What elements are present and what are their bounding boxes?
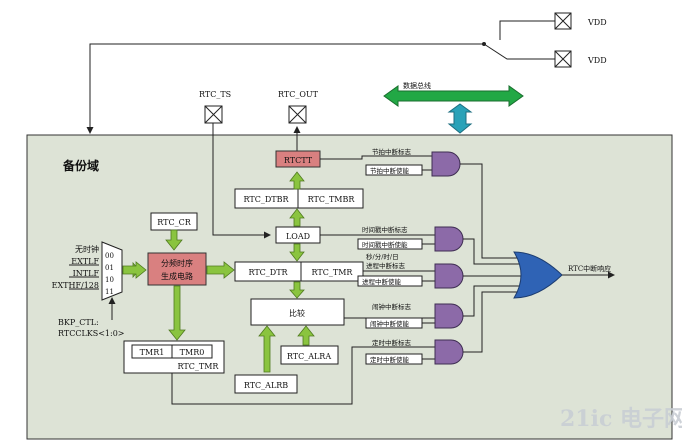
vdd-wire-1 bbox=[499, 20, 555, 40]
mux-code-11: 11 bbox=[105, 288, 114, 296]
vdd-label-1: VDD bbox=[587, 18, 607, 27]
rtc-alra-register bbox=[280, 345, 339, 365]
divider-block bbox=[147, 252, 207, 286]
gate3-flag-line2: 进程中断标志 bbox=[366, 261, 406, 270]
rtctt-label: RTCTT bbox=[284, 156, 313, 165]
mux-input-none: 无时钟 bbox=[75, 244, 99, 254]
gate4-to-or-wire bbox=[463, 285, 524, 317]
divider-to-tmr-arrow bbox=[168, 285, 186, 341]
and-gates bbox=[431, 151, 464, 365]
and-gate-3 bbox=[434, 263, 464, 289]
alra-to-compare-arrow bbox=[297, 325, 315, 346]
dtr-to-compare-arrow bbox=[289, 281, 305, 299]
rtc-alra-label: RTC_ALRA bbox=[287, 352, 331, 361]
gate1-to-or-wire bbox=[460, 163, 520, 259]
and-gate-4 bbox=[434, 303, 464, 329]
rtc-out-pin bbox=[288, 105, 307, 124]
divider-label-line1: 分频时序 bbox=[161, 258, 193, 268]
or-gate bbox=[513, 251, 563, 299]
gate2-flag-label: 时间戳中断标志 bbox=[362, 225, 408, 234]
tmr0-label: TMR0 bbox=[180, 348, 205, 357]
mux-select-line1: BKP_CTL: bbox=[58, 318, 99, 327]
compare-block bbox=[250, 298, 345, 326]
tmr1-label: TMR1 bbox=[140, 348, 165, 357]
cr-to-divider-arrow bbox=[165, 229, 183, 251]
gate4-enable-label: 闹钟中断使能 bbox=[370, 319, 410, 328]
tmr-to-gate5-wire bbox=[171, 346, 435, 405]
mux-code-10: 10 bbox=[105, 276, 114, 284]
dtbr-to-rtctt-arrow bbox=[289, 171, 305, 190]
and-gate-1 bbox=[431, 151, 461, 177]
alrb-to-compare-arrow bbox=[258, 325, 276, 373]
rtc-alrb-register bbox=[234, 374, 298, 394]
vdd-feed-wire bbox=[86, 43, 484, 134]
mux-code-00: 00 bbox=[105, 252, 114, 260]
rtctt-to-gate1-wire bbox=[320, 155, 432, 160]
load-to-dtbr-arrow bbox=[289, 208, 305, 227]
gate3-flag-line1: 秒/分/时/日 bbox=[366, 252, 399, 261]
compare-label: 比较 bbox=[289, 308, 305, 318]
data-bus-vertical-arrow bbox=[447, 103, 473, 134]
load-label: LOAD bbox=[286, 232, 310, 241]
and-gate-2 bbox=[434, 226, 464, 252]
mux-input-extlf: EXTLF bbox=[71, 257, 99, 266]
mux-select-line2: RTCCLKS<1:0> bbox=[58, 329, 125, 338]
rtc-ts-pin bbox=[204, 105, 223, 124]
rtc-interrupt-label: RTC中断响应 bbox=[568, 264, 611, 273]
vdd-label-2: VDD bbox=[587, 56, 607, 65]
mux-code-01: 01 bbox=[105, 264, 114, 272]
vdd-pin-1 bbox=[554, 12, 572, 30]
watermark-logo: 21ic 电子网 bbox=[560, 406, 682, 432]
divider-label-line2: 生成电路 bbox=[161, 271, 193, 281]
divider-to-dtr-arrow bbox=[206, 261, 235, 279]
gate2-to-or-wire bbox=[463, 238, 524, 265]
rtc-dtr-label: RTC_DTR bbox=[248, 268, 288, 277]
rtc-dtbr-label: RTC_DTBR bbox=[244, 195, 290, 204]
rtc-tmr-timer-label: RTC_TMR bbox=[178, 362, 220, 371]
gate4-flag-label: 闹钟中断标志 bbox=[372, 302, 412, 311]
mux-input-intlf: INTLF bbox=[73, 269, 100, 278]
vdd-pin-2 bbox=[554, 50, 572, 68]
gate5-flag-label: 定时中断标志 bbox=[372, 338, 412, 347]
gate1-flag-label: 节拍中断标志 bbox=[372, 147, 412, 156]
rtc-ts-label: RTC_TS bbox=[199, 90, 231, 99]
load-to-dtr-arrow bbox=[289, 243, 305, 262]
rtc-cr-label: RTC_CR bbox=[157, 218, 191, 227]
vdd-switch bbox=[483, 43, 555, 60]
mux-input-wires bbox=[69, 264, 99, 290]
ts-to-load-wire bbox=[212, 123, 271, 239]
data-bus-label: 数据总线 bbox=[403, 81, 431, 90]
backup-domain-title: 备份域 bbox=[62, 158, 99, 173]
rtc-tmr-label: RTC_TMR bbox=[312, 268, 354, 277]
gate3-enable-label: 进程中断使能 bbox=[362, 277, 402, 286]
rtc-alrb-label: RTC_ALRB bbox=[244, 381, 288, 390]
gate2-enable-label: 时间戳中断使能 bbox=[362, 240, 408, 249]
and-gate-5 bbox=[434, 339, 464, 365]
gate1-enable-label: 节拍中断使能 bbox=[370, 166, 410, 175]
rtc-tmbr-label: RTC_TMBR bbox=[308, 195, 356, 204]
rtc-out-label: RTC_OUT bbox=[278, 90, 319, 99]
gate5-enable-label: 定时中断使能 bbox=[370, 355, 410, 364]
backup-domain-region bbox=[26, 134, 673, 440]
data-bus-arrow bbox=[383, 85, 524, 107]
clock-mux bbox=[101, 241, 123, 301]
gate5-to-or-wire bbox=[463, 291, 520, 353]
mux-input-exthf: EXTHF/128 bbox=[52, 281, 99, 290]
